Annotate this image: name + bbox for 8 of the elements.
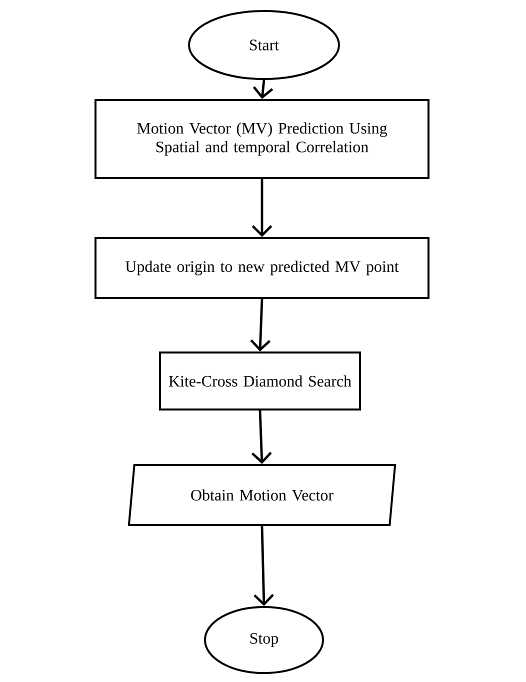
- arrow: [254, 526, 274, 606]
- data-parallelogram: Obtain Motion Vector: [128, 464, 396, 526]
- arrow: [251, 410, 272, 464]
- process-box: Kite-Cross Diamond Search: [159, 352, 361, 410]
- arrow: [252, 179, 272, 237]
- process-box: Update origin to new predicted MV point: [94, 237, 430, 299]
- arrow: [250, 298, 271, 352]
- process-box: Motion Vector (MV) Prediction Using Spatial and temporal Correlation: [94, 99, 430, 179]
